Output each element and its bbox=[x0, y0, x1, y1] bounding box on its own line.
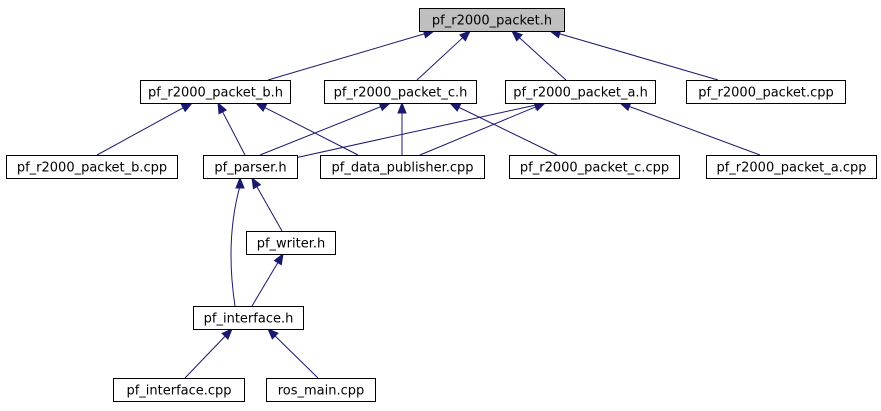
edge-n9-to-n3 bbox=[618, 102, 761, 156]
edge-n10-to-n6 bbox=[251, 176, 283, 232]
node-pf-interface-cpp[interactable]: pf_interface.cpp bbox=[113, 378, 245, 402]
node-pf-parser-h[interactable]: pf_parser.h bbox=[203, 155, 298, 179]
edge-n7-to-n3 bbox=[419, 102, 547, 156]
edge-line bbox=[184, 334, 227, 379]
node-box[interactable] bbox=[113, 378, 245, 402]
edge-n2-to-n0 bbox=[416, 30, 471, 81]
edge-line bbox=[456, 106, 558, 156]
node-label: pf_data_publisher.cpp bbox=[331, 161, 473, 176]
edge-n7-to-n1 bbox=[254, 102, 359, 156]
arrowhead bbox=[511, 30, 523, 42]
arrowhead bbox=[180, 102, 194, 113]
edge-line bbox=[267, 32, 427, 81]
node-box[interactable] bbox=[203, 155, 298, 179]
node-pf-r2000-packet-b-cpp[interactable]: pf_r2000_packet_b.cpp bbox=[6, 155, 178, 179]
node-box[interactable] bbox=[505, 80, 656, 104]
edge-n6-to-n2 bbox=[259, 102, 392, 156]
edge-line bbox=[96, 106, 186, 156]
edge-n11-to-n6 bbox=[230, 176, 245, 307]
node-box[interactable] bbox=[266, 378, 376, 402]
node-pf-interface-h[interactable]: pf_interface.h bbox=[193, 306, 304, 330]
node-label: pf_r2000_packet_b.h bbox=[148, 86, 283, 101]
arrowhead bbox=[459, 30, 471, 42]
node-pf-writer-h[interactable]: pf_writer.h bbox=[246, 231, 336, 255]
node-label: pf_interface.h bbox=[204, 312, 294, 327]
edge-n13-to-n11 bbox=[267, 328, 319, 379]
edge-line bbox=[416, 36, 465, 81]
node-pf-r2000-packet-c-h[interactable]: pf_r2000_packet_c.h bbox=[324, 80, 477, 104]
node-label: pf_r2000_packet.cpp bbox=[698, 86, 834, 101]
edge-line bbox=[255, 184, 283, 232]
node-ros-main-cpp[interactable]: ros_main.cpp bbox=[266, 378, 376, 402]
node-label: pf_r2000_packet.h bbox=[432, 14, 552, 29]
node-box[interactable] bbox=[686, 80, 846, 104]
node-pf-r2000-packet-b-h[interactable]: pf_r2000_packet_b.h bbox=[140, 80, 291, 104]
edge-line bbox=[230, 185, 241, 307]
nodes-layer: pf_r2000_packet.h pf_r2000_packet_b.h pf_r… bbox=[6, 8, 877, 402]
edge-n8-to-n2 bbox=[448, 102, 558, 156]
node-label: pf_interface.cpp bbox=[126, 384, 231, 399]
edge-line bbox=[262, 106, 359, 156]
node-box[interactable] bbox=[320, 155, 485, 179]
edge-n4-to-n0 bbox=[548, 29, 719, 81]
edge-n5-to-n1 bbox=[96, 102, 194, 156]
node-label: pf_writer.h bbox=[257, 237, 326, 252]
node-label: pf_r2000_packet_a.cpp bbox=[716, 161, 866, 176]
node-pf-data-publisher-cpp[interactable]: pf_data_publisher.cpp bbox=[320, 155, 485, 179]
node-pf-r2000-packet-c-cpp[interactable]: pf_r2000_packet_c.cpp bbox=[509, 155, 680, 179]
arrowhead bbox=[254, 102, 268, 112]
edge-line bbox=[557, 32, 719, 81]
node-label: pf_r2000_packet_c.cpp bbox=[520, 161, 669, 176]
edge-n7-to-n2 bbox=[397, 101, 407, 155]
arrowhead bbox=[251, 176, 262, 190]
arrowhead bbox=[217, 101, 228, 115]
node-pf-r2000-packet-a-cpp[interactable]: pf_r2000_packet_a.cpp bbox=[706, 155, 877, 179]
node-box[interactable] bbox=[706, 155, 877, 179]
node-label: pf_parser.h bbox=[214, 161, 286, 176]
node-box[interactable] bbox=[419, 8, 565, 32]
edge-n11-to-n10 bbox=[251, 252, 284, 307]
node-box[interactable] bbox=[324, 80, 477, 104]
node-label: pf_r2000_packet_a.h bbox=[513, 86, 648, 101]
node-box[interactable] bbox=[6, 155, 178, 179]
arrowhead bbox=[273, 252, 284, 266]
node-label: pf_r2000_packet_c.h bbox=[334, 86, 468, 101]
edge-n3-to-n0 bbox=[511, 30, 567, 81]
node-pf-r2000-packet-a-h[interactable]: pf_r2000_packet_a.h bbox=[505, 80, 656, 104]
edge-n6-to-n1 bbox=[217, 101, 246, 156]
edge-n1-to-n0 bbox=[267, 29, 436, 81]
arrowhead bbox=[267, 328, 279, 340]
node-pf-r2000-packet-h[interactable]: pf_r2000_packet.h bbox=[419, 8, 565, 32]
arrowhead bbox=[397, 101, 407, 114]
node-label: pf_r2000_packet_b.cpp bbox=[17, 161, 167, 176]
edge-line bbox=[251, 260, 280, 307]
arrowhead bbox=[235, 176, 245, 189]
edge-line bbox=[517, 36, 567, 81]
edge-line bbox=[419, 105, 538, 156]
node-box[interactable] bbox=[246, 231, 336, 255]
node-box[interactable] bbox=[509, 155, 680, 179]
edge-line bbox=[221, 109, 246, 156]
node-box[interactable] bbox=[140, 80, 291, 104]
node-label: ros_main.cpp bbox=[278, 384, 365, 399]
arrowhead bbox=[378, 102, 392, 112]
edge-line bbox=[627, 105, 761, 156]
arrowhead bbox=[221, 328, 233, 340]
arrowhead bbox=[448, 102, 462, 112]
node-box[interactable] bbox=[193, 306, 304, 330]
node-pf-r2000-packet-cpp[interactable]: pf_r2000_packet.cpp bbox=[686, 80, 846, 104]
edge-line bbox=[273, 334, 319, 379]
edge-line bbox=[271, 104, 538, 164]
edge-line bbox=[259, 105, 383, 156]
edge-n12-to-n11 bbox=[184, 328, 233, 379]
